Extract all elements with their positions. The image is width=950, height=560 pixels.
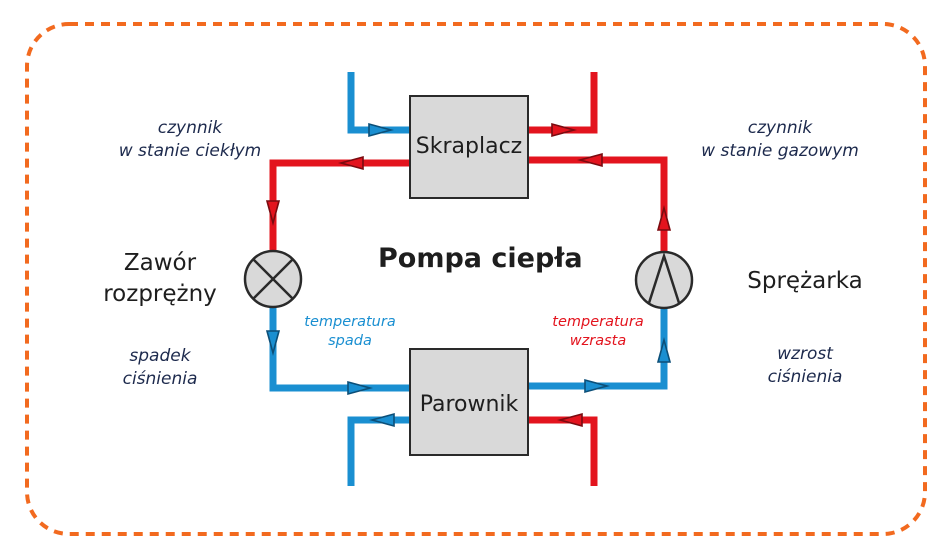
condenser-outlet-pipe [528, 72, 598, 134]
evaporator-label: Parownik [419, 392, 519, 417]
condenser-to-valve-pipe [269, 159, 410, 253]
compressor-icon [634, 250, 694, 310]
arrow-up-icon [656, 336, 672, 363]
evaporator-to-compressor-pipe [528, 307, 668, 390]
hot-pipes [269, 72, 668, 486]
arrow-left-icon [368, 412, 395, 428]
diagram-title: Pompa ciepła [378, 243, 583, 274]
gas-state-note: czynnik w stanie gazowym [701, 118, 859, 161]
condenser-label: Skraplacz [415, 134, 523, 159]
condenser-inlet-pipe [347, 72, 410, 134]
evaporator-outlet-pipe [347, 416, 410, 486]
arrow-up-icon [656, 204, 672, 231]
arrow-right-icon [347, 380, 374, 396]
arrow-right-icon [584, 378, 611, 394]
evaporator-inlet-pipe [528, 416, 598, 486]
valve-label: Zawór rozprężny [103, 250, 217, 307]
temperature-rise-note: temperatura wzrasta [552, 314, 644, 349]
arrow-left-icon [337, 155, 364, 171]
pressure-rise-note: wzrost ciśnienia [767, 344, 843, 387]
arrow-down-icon [265, 330, 281, 357]
arrow-right-icon [368, 122, 395, 138]
arrow-down-icon [265, 200, 281, 227]
flow-arrows [265, 122, 672, 428]
temperature-drop-note: temperatura spada [304, 314, 396, 349]
liquid-state-note: czynnik w stanie ciekłym [118, 118, 262, 161]
arrow-left-icon [576, 152, 603, 168]
pressure-drop-note: spadek ciśnienia [122, 346, 198, 389]
expansion-valve-icon [243, 249, 303, 309]
arrow-left-icon [556, 412, 583, 428]
dashed-frame [25, 22, 927, 536]
compressor-to-condenser-pipe [528, 156, 668, 253]
evaporator-box [409, 348, 529, 456]
compressor-label: Sprężarka [747, 268, 863, 294]
condenser-box [409, 95, 529, 199]
arrow-right-icon [551, 122, 578, 138]
